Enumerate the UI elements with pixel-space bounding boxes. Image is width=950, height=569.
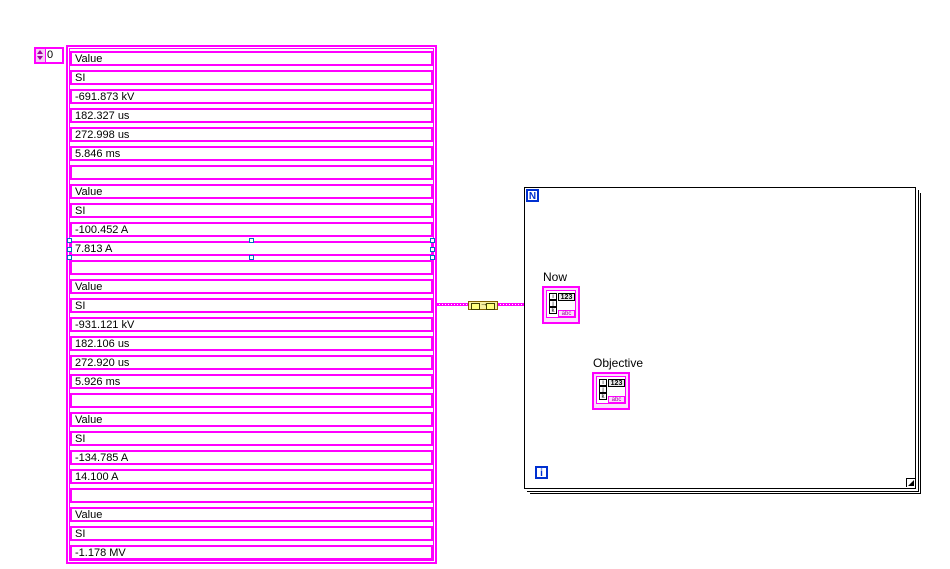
array-element[interactable]: -1.178 MV	[70, 545, 433, 560]
selection-handle-icon[interactable]	[430, 255, 435, 260]
array-element[interactable]: -691.873 kV	[70, 89, 433, 104]
array-element[interactable]	[70, 165, 433, 180]
for-loop-frame-shadow	[527, 190, 919, 492]
selection-handle-icon[interactable]	[67, 238, 72, 243]
array-element[interactable]: -134.785 A	[70, 450, 433, 465]
cluster-icon: i j k 123 abc	[546, 290, 576, 318]
array-element[interactable]: Value	[70, 51, 433, 66]
cluster-slot-icon: i	[599, 379, 607, 386]
selection-handle-icon[interactable]	[430, 247, 435, 252]
numeric-glyph-icon: 123	[608, 379, 625, 387]
array-element[interactable]	[70, 393, 433, 408]
cluster-slot-icon: k	[599, 393, 607, 400]
string-wire-right[interactable]	[498, 303, 525, 306]
conversion-node[interactable]: →	[468, 299, 498, 310]
index-value[interactable]: 0	[47, 49, 54, 61]
cluster-slot-icon: k	[549, 307, 557, 314]
decrement-arrow-icon[interactable]	[37, 56, 43, 60]
array-element[interactable]: -100.452 A	[70, 222, 433, 237]
array-element[interactable]: SI	[70, 431, 433, 446]
loop-iteration-terminal[interactable]: i	[535, 466, 548, 479]
numeric-glyph-icon: 123	[558, 293, 575, 301]
cluster-slot-icon: j	[599, 386, 607, 393]
resize-grip-icon[interactable]	[906, 478, 915, 487]
string-glyph-icon: abc	[608, 396, 625, 403]
selection-handle-icon[interactable]	[67, 247, 72, 252]
conversion-output-icon	[486, 303, 495, 310]
selection-handle-icon[interactable]	[430, 238, 435, 243]
selection-handle-icon[interactable]	[249, 238, 254, 243]
array-element[interactable]: 14.100 A	[70, 469, 433, 484]
array-element[interactable]	[70, 260, 433, 275]
array-element[interactable]: Value	[70, 184, 433, 199]
array-element[interactable]: 182.106 us	[70, 336, 433, 351]
conversion-arrow-icon: →	[480, 299, 488, 308]
index-spinner[interactable]	[36, 49, 46, 62]
now-cluster-indicator[interactable]: i j k 123 abc	[542, 286, 580, 324]
array-element-selected[interactable]: 7.813 A	[70, 241, 433, 256]
array-element[interactable]: Value	[70, 279, 433, 294]
array-element[interactable]: Value	[70, 412, 433, 427]
now-label: Now	[543, 270, 568, 284]
array-element[interactable]: 5.846 ms	[70, 146, 433, 161]
for-loop-structure[interactable]	[524, 187, 916, 489]
array-element[interactable]: -931.121 kV	[70, 317, 433, 332]
selection-handle-icon[interactable]	[249, 255, 254, 260]
array-element[interactable]	[70, 488, 433, 503]
loop-count-terminal[interactable]: N	[526, 189, 539, 202]
array-element[interactable]: SI	[70, 526, 433, 541]
objective-label: Objective	[593, 356, 644, 370]
array-element[interactable]: 272.920 us	[70, 355, 433, 370]
string-wire-left[interactable]	[437, 303, 468, 306]
array-element[interactable]: 182.327 us	[70, 108, 433, 123]
increment-arrow-icon[interactable]	[37, 50, 43, 54]
selection-handle-icon[interactable]	[67, 255, 72, 260]
array-element[interactable]: Value	[70, 507, 433, 522]
array-element[interactable]: 272.998 us	[70, 127, 433, 142]
objective-cluster-indicator[interactable]: i j k 123 abc	[592, 372, 630, 410]
array-element[interactable]: 5.926 ms	[70, 374, 433, 389]
array-index-control[interactable]: 0	[34, 47, 64, 64]
conversion-input-icon	[471, 303, 480, 310]
array-element[interactable]: SI	[70, 203, 433, 218]
for-loop-frame-shadow	[530, 193, 921, 494]
array-element[interactable]: SI	[70, 70, 433, 85]
cluster-slot-icon: j	[549, 300, 557, 307]
cluster-icon: i j k 123 abc	[596, 376, 626, 404]
cluster-slot-icon: i	[549, 293, 557, 300]
string-glyph-icon: abc	[558, 310, 575, 317]
array-element[interactable]: SI	[70, 298, 433, 313]
